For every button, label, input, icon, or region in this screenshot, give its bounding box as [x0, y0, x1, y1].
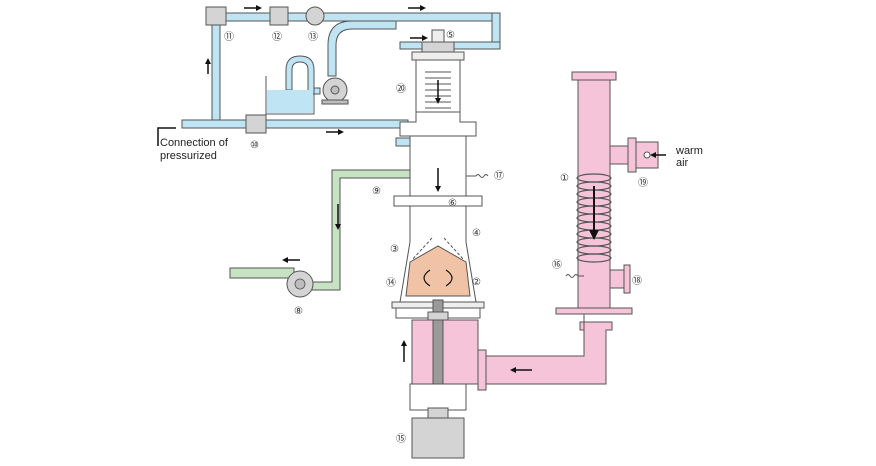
valve-12 — [269, 6, 289, 26]
tower-cap — [399, 111, 477, 137]
top-liquid-line — [213, 12, 501, 22]
side-port-18-flange — [623, 264, 631, 294]
marker-17: ⑰ — [494, 170, 504, 182]
warm-air-label-line2: air — [676, 157, 689, 169]
nozzle-head-top — [421, 41, 455, 53]
marker-19: ⑲ — [638, 177, 648, 189]
air-plenum — [411, 319, 479, 385]
pump-loop-pipe — [327, 20, 397, 77]
rotation-arrows — [423, 269, 453, 287]
connection-label-line2: pressurized — [160, 150, 217, 162]
exhaust-system — [229, 169, 411, 298]
warm-air-inlet-pipe — [609, 145, 629, 165]
marker-2: ② — [472, 277, 481, 288]
gauge-13 — [305, 6, 325, 26]
side-port-18 — [609, 269, 625, 289]
marker-14: ⑭ — [386, 277, 396, 289]
exhaust-duct — [301, 169, 411, 291]
motor-15 — [411, 417, 465, 459]
warm-air-duct — [483, 314, 613, 385]
marker-16: ⑯ — [552, 259, 562, 271]
reservoir-beaker — [265, 76, 315, 115]
spray-tower — [391, 29, 489, 459]
marker-12: ⑫ — [272, 31, 282, 43]
reservoir-pipe — [285, 55, 321, 95]
warm-air-inlet-flange — [627, 137, 637, 173]
chamber-inlet-flange — [477, 349, 487, 391]
feed-pump-hub — [330, 85, 340, 95]
shaft-collar — [427, 311, 449, 321]
heater-bottom-flange — [555, 307, 633, 315]
exhaust-outlet — [229, 267, 295, 279]
liquid-components — [205, 6, 349, 134]
marker-10: ⑩ — [250, 140, 259, 151]
marker-20: ⑳ — [396, 83, 406, 95]
coil-flow-arrowhead — [589, 230, 599, 240]
valve-10 — [245, 114, 267, 134]
nozzle-head-cap — [431, 29, 445, 43]
sensor-16 — [565, 274, 584, 278]
left-liquid-riser — [211, 20, 221, 126]
motor-mount — [409, 383, 467, 411]
marker-15: ⑮ — [396, 433, 406, 445]
motor-coupling — [427, 407, 449, 419]
marker-13: ⑬ — [308, 31, 318, 43]
marker-3: ③ — [390, 244, 399, 255]
exhaust-blower-hub — [294, 278, 306, 290]
heater-top-flange — [571, 71, 617, 81]
valve-11 — [205, 6, 227, 26]
reservoir-liquid — [267, 90, 313, 113]
upper-housing-flange — [411, 51, 465, 61]
marker-11: ⑪ — [224, 31, 234, 43]
sensor-17 — [466, 174, 489, 178]
pressurized-connection-line — [181, 119, 409, 129]
marker-8: ⑧ — [294, 306, 303, 317]
product-bed — [405, 245, 471, 297]
warm-air-label-line1: warm — [675, 145, 703, 157]
marker-9: ⑨ — [372, 186, 381, 197]
warm-air-inlet-dot — [643, 151, 651, 159]
pressurized-bracket — [157, 127, 176, 146]
marker-6: ⑥ — [448, 198, 457, 209]
warm-air-system — [411, 71, 659, 391]
marker-4: ④ — [472, 228, 481, 239]
marker-18: ⑱ — [632, 275, 642, 287]
connection-label-line1: Connection of — [160, 137, 229, 149]
marker-1: ① — [560, 173, 569, 184]
feed-pump-base — [321, 99, 349, 105]
marker-5: ⑤ — [446, 30, 455, 41]
flow-arrows — [205, 5, 666, 373]
